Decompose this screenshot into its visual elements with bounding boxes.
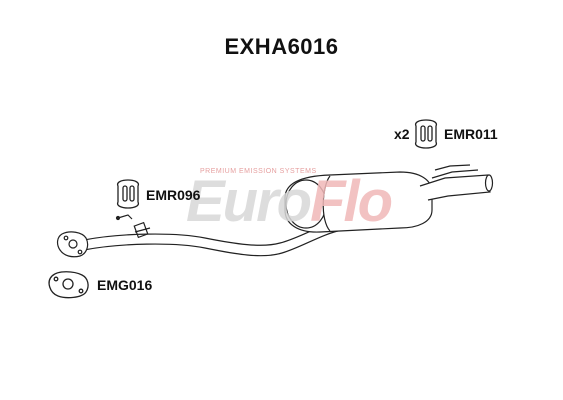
hanger-right-qty: x2 (394, 126, 410, 142)
rubber-hanger-icon (414, 119, 438, 149)
rubber-hanger-icon (116, 179, 140, 209)
gasket-code: EMG016 (97, 277, 153, 293)
hanger-right-code: EMR011 (444, 126, 498, 142)
front-flange (56, 231, 89, 258)
watermark-tagline: PREMIUM EMISSION SYSTEMS (200, 168, 317, 175)
silencer (284, 171, 433, 233)
hanger-left-code: EMR096 (146, 187, 201, 203)
tailpipes (419, 164, 494, 201)
page-title: EXHA6016 (224, 34, 339, 59)
gasket-icon (48, 271, 89, 299)
front-bracket (115, 214, 133, 221)
watermark-logo: EuroFlo (186, 169, 393, 234)
front-pipe (83, 221, 343, 257)
